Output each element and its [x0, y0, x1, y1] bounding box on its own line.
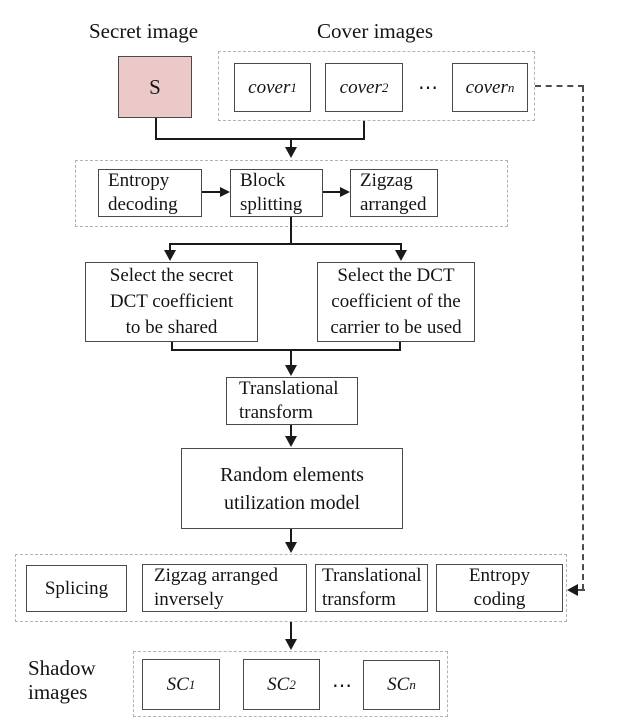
connector-cover-down [363, 121, 365, 140]
splicing-box: Splicing [26, 565, 127, 612]
connector-into-shadow [290, 622, 292, 639]
shadow-images-label: Shadow images [28, 656, 96, 705]
arrow-left-entropy-coding [567, 584, 578, 596]
cover1-label: cover [248, 76, 291, 98]
translational-transform-box: Translational transform [226, 377, 358, 425]
cover2-label: cover [339, 76, 382, 98]
connector-secret-down [155, 118, 157, 140]
sc2-label: SC [267, 673, 290, 695]
connector-branch-horizontal [169, 243, 402, 245]
cover-images-label: Cover images [317, 19, 434, 43]
arrow-down-select-secret [164, 250, 176, 261]
connector-merge-horizontal [155, 138, 365, 140]
covern-label: cover [465, 76, 508, 98]
connector-branch-left [169, 243, 171, 251]
entropy-coding-box: Entropy coding [436, 564, 563, 612]
stage2-group [15, 554, 567, 622]
connector-select-right-down [399, 342, 401, 351]
cover-images-group [218, 51, 535, 121]
connector-into-stage1 [290, 140, 292, 148]
entropy-decoding-box: Entropy decoding [98, 169, 202, 217]
connector-into-random [290, 425, 292, 436]
connector-block-zigzag [323, 191, 340, 193]
zigzag-arranged-box: Zigzag arranged [350, 169, 438, 217]
arrow-down-translational [285, 365, 297, 376]
scn-label: SC [387, 674, 410, 696]
select-secret-box: Select the secret DCT coefficient to be … [85, 262, 258, 342]
shadow-ellipsis: ⋯ [332, 675, 353, 697]
arrow-down-shadow [285, 639, 297, 650]
block-splitting-box: Block splitting [230, 169, 323, 217]
select-carrier-box: Select the DCT coefficient of the carrie… [317, 262, 475, 342]
zigzag-inversely-box: Zigzag arranged inversely [142, 564, 307, 612]
arrow-right-block-splitting [220, 187, 230, 197]
connector-entropy-block [202, 191, 220, 193]
feedback-line-bottom [578, 589, 585, 591]
arrow-down-into-stage1 [285, 147, 297, 158]
feedback-line-top [535, 85, 584, 87]
arrow-down-select-carrier [395, 250, 407, 261]
feedback-line-right [582, 86, 584, 590]
connector-into-stage2 [290, 529, 292, 542]
translational-transform-2-box: Translational transform [315, 564, 428, 612]
arrow-down-random [285, 436, 297, 447]
shadow-images-group [133, 651, 448, 717]
connector-into-translational [290, 351, 292, 365]
connector-branch-right [400, 243, 402, 251]
sc1-label: SC [166, 673, 189, 695]
connector-select-merge [171, 349, 401, 351]
secret-image-label: Secret image [89, 19, 199, 43]
arrow-down-stage2 [285, 542, 297, 553]
random-elements-box: Random elements utilization model [181, 448, 403, 529]
cover-ellipsis: ⋯ [418, 77, 439, 99]
arrow-right-zigzag-arranged [340, 187, 350, 197]
connector-select-left-down [171, 342, 173, 351]
connector-stage1-down [290, 217, 292, 244]
secret-image-box: S [118, 56, 192, 118]
